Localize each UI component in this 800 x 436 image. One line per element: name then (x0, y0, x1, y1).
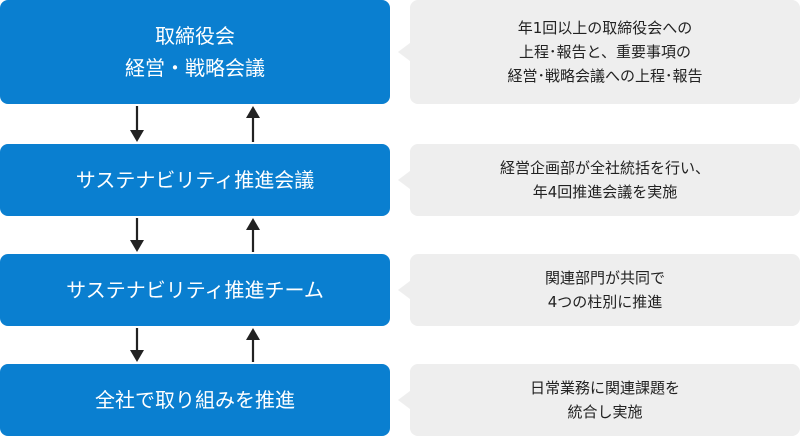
arrow-down-icon (130, 218, 144, 252)
level-box-company: 全社で取り組みを推進 (0, 364, 390, 436)
arrow-up-icon (246, 106, 260, 142)
arrow-up-icon (246, 328, 260, 362)
flow-arrows (130, 106, 260, 362)
note-line: 4つの柱別に推進 (547, 293, 663, 311)
level-note-company: 日常業務に関連課題を 統合し実施 (398, 364, 800, 436)
note-line: 統合し実施 (567, 403, 643, 421)
level-box-team: サステナビリティ推進チーム (0, 254, 390, 326)
level-note-council: 経営企画部が全社統括を行い、 年4回推進会議を実施 (398, 144, 800, 216)
level-box-council: サステナビリティ推進会議 (0, 144, 390, 216)
level-label-line: 全社で取り組みを推進 (95, 388, 295, 412)
level-label-line: サステナビリティ推進会議 (75, 168, 315, 192)
note-line: 関連部門が共同で (544, 269, 665, 287)
level-label-line: 経営・戦略会議 (125, 56, 265, 80)
note-line: 年4回推進会議を実施 (532, 183, 678, 201)
level-box-board: 取締役会 経営・戦略会議 (0, 0, 390, 104)
note-line: 日常業務に関連課題を (529, 379, 680, 397)
level-note-board: 年1回以上の取締役会への 上程･報告と、重要事項の 経営･戦略会議への上程･報告 (398, 0, 800, 104)
arrow-down-icon (130, 106, 144, 142)
arrow-up-icon (246, 218, 260, 252)
level-label-line: 取締役会 (155, 24, 235, 48)
level-note-team: 関連部門が共同で 4つの柱別に推進 (398, 254, 800, 326)
note-line: 年1回以上の取締役会への (517, 19, 693, 37)
level-label-line: サステナビリティ推進チーム (66, 278, 324, 302)
arrow-down-icon (130, 328, 144, 362)
note-line: 経営･戦略会議への上程･報告 (507, 67, 703, 85)
note-line: 経営企画部が全社統括を行い、 (499, 159, 710, 177)
note-line: 上程･報告と、重要事項の (519, 43, 691, 61)
